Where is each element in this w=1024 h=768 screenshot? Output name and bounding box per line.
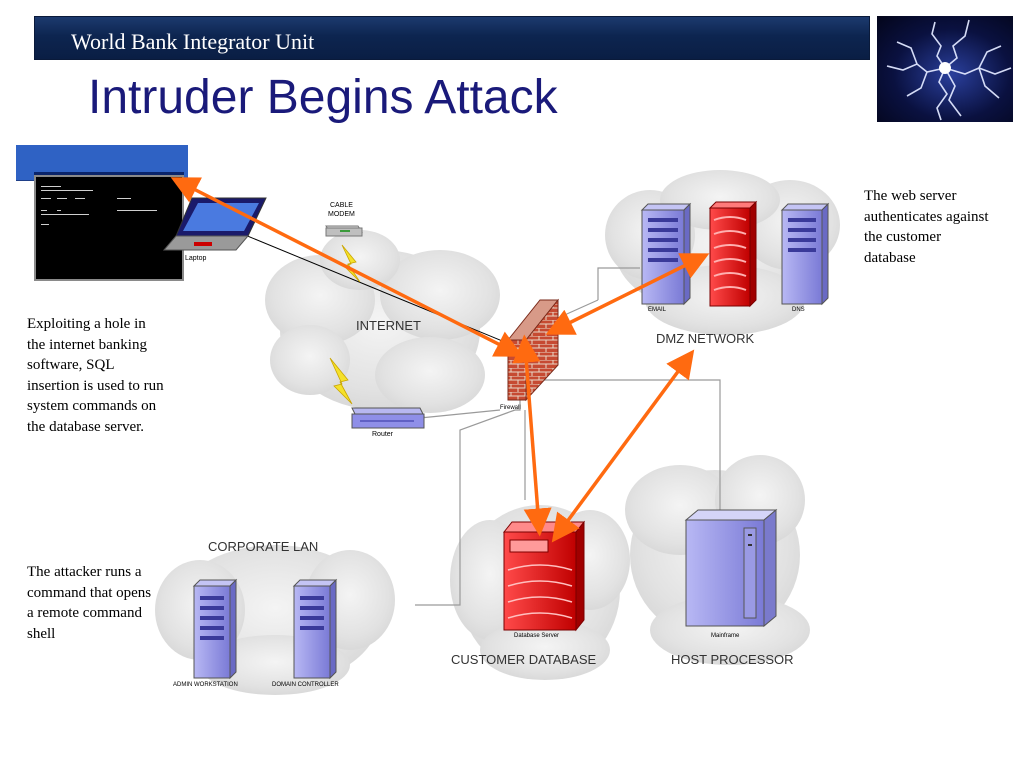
header-bar: World Bank Integrator Unit xyxy=(34,16,870,60)
mainframe-label: Mainframe xyxy=(711,633,740,639)
domain-controller-label: DOMAIN CONTROLLER xyxy=(272,682,339,688)
dns-label: DNS xyxy=(792,307,805,313)
note-remote-shell: The attacker runs a command that opens a… xyxy=(27,564,152,642)
mainframe-icon xyxy=(684,508,778,628)
customer-database-label: CUSTOMER DATABASE xyxy=(451,652,597,667)
cable-modem-icon xyxy=(325,225,363,237)
email-server-icon xyxy=(640,202,692,306)
wireless-bolt-bottom xyxy=(329,357,353,405)
laptop-icon xyxy=(162,197,267,251)
web-server-icon xyxy=(708,200,758,308)
router-icon xyxy=(351,407,425,429)
firewall-icon xyxy=(506,298,560,402)
attack-arrow-auth xyxy=(551,349,695,543)
corporate-lan-cloud xyxy=(155,545,395,695)
email-label: EMAIL xyxy=(648,307,667,313)
attack-arrow-database xyxy=(512,334,552,537)
note-web-server-auth: The web server authenticates against the… xyxy=(864,188,989,266)
database-server-icon xyxy=(502,520,586,632)
host-processor-label: HOST PROCESSOR xyxy=(671,652,794,667)
laptop-label: Laptop xyxy=(185,255,207,262)
admin-workstation-icon xyxy=(192,578,238,680)
domain-controller-icon xyxy=(292,578,338,680)
shell-console xyxy=(34,175,184,281)
firewall-label: Firewall xyxy=(500,405,521,411)
note-sql-insertion: Exploiting a hole in the internet bankin… xyxy=(27,316,164,435)
database-server-label: Database Server xyxy=(514,633,559,639)
dmz-network-label: DMZ NETWORK xyxy=(656,331,755,346)
corporate-lan-label: CORPORATE LAN xyxy=(208,539,318,554)
attack-arrows xyxy=(170,177,710,543)
slide-title: Intruder Begins Attack xyxy=(88,71,558,124)
attack-arrow-webserver xyxy=(545,253,710,335)
cable-modem-label-2: MODEM xyxy=(328,211,355,218)
dns-server-icon xyxy=(780,202,830,306)
lightning-image xyxy=(877,16,1013,122)
header-title: World Bank Integrator Unit xyxy=(71,29,315,54)
remote-shell-window xyxy=(16,145,188,283)
internet-label: INTERNET xyxy=(356,318,421,333)
admin-workstation-label: ADMIN WORKSTATION xyxy=(173,682,238,688)
cable-modem-label-1: CABLE xyxy=(330,202,353,209)
attack-arrow-shell xyxy=(170,177,524,357)
router-label: Router xyxy=(372,431,394,438)
